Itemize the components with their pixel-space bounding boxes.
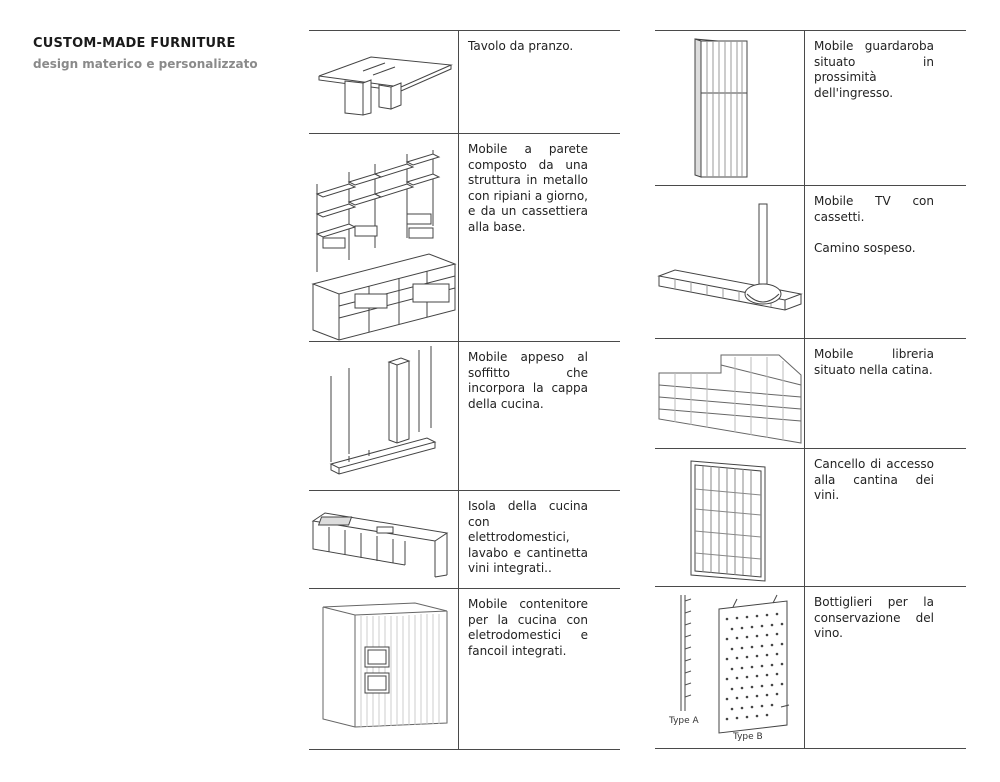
right-column: Mobile guardaroba situato in prossimità … [655,0,966,782]
furniture-description: Mobile contenitore per la cucina con ele… [468,597,588,658]
bottle-rack-icon: Type A Type B [655,587,803,748]
kitchen-island-icon [309,491,457,588]
page-subtitle: design materico e personalizzato [33,57,258,71]
furniture-row: Mobile TV con cassetti. Camino sospeso. [655,185,966,338]
furniture-row: Mobile contenitore per la cucina con ele… [309,588,620,749]
furniture-row: Mobile guardaroba situato in prossimità … [655,30,966,185]
left-column: Tavolo da pranzo. [309,0,620,782]
furniture-description: Mobile TV con cassetti. Camino sospeso. [814,194,934,255]
furniture-row: Isola della cucina con elettrodomestici,… [309,490,620,588]
furniture-description: Mobile appeso al soffitto che incorpora … [468,350,588,411]
furniture-row: Cancello di accesso alla cantina dei vin… [655,448,966,586]
hanging-unit-icon [309,342,457,490]
furniture-row: Mobile libreria situato nella catina. [655,338,966,448]
furniture-row: Mobile a parete composto da una struttur… [309,133,620,341]
furniture-description: Mobile libreria situato nella catina. [814,347,934,377]
furniture-row: Type A Type B Bottiglieri per la conserv… [655,586,966,748]
wardrobe-icon [655,31,803,185]
gate-icon [655,449,803,586]
bookcase-icon [655,339,803,448]
type-b-label: Type B [733,732,763,742]
tv-unit-icon [655,186,803,338]
furniture-description: Tavolo da pranzo. [468,39,574,53]
page-title: CUSTOM-MADE FURNITURE [33,36,236,51]
wall-unit-icon [309,134,457,341]
furniture-description: Mobile a parete composto da una struttur… [468,142,588,234]
furniture-row: Tavolo da pranzo. [309,30,620,133]
kitchen-storage-icon [309,589,457,749]
furniture-description: Bottiglieri per la conservazione del vin… [814,595,934,640]
type-a-label: Type A [669,716,699,726]
furniture-description: Mobile guardaroba situato in prossimità … [814,39,934,100]
dining-table-icon [309,31,457,133]
furniture-description: Cancello di accesso alla cantina dei vin… [814,457,934,502]
furniture-row: Mobile appeso al soffitto che incorpora … [309,341,620,490]
furniture-description: Isola della cucina con elettrodomestici,… [468,499,588,575]
